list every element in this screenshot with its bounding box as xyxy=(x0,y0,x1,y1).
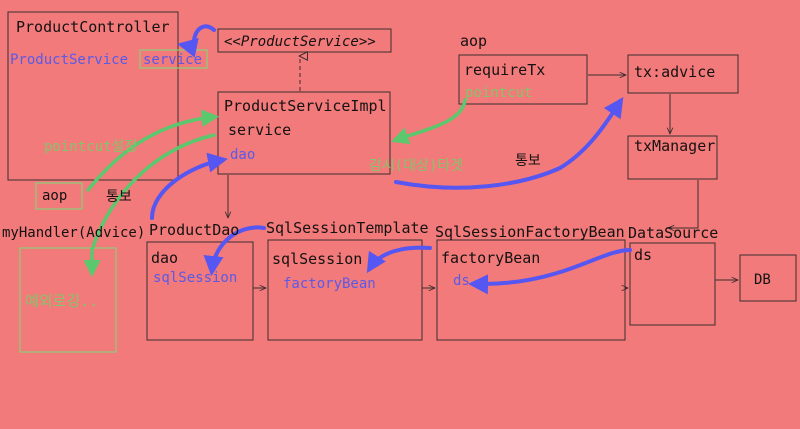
require-tx-label: requireTx xyxy=(464,61,545,79)
factory-to-sqlsession-arrow xyxy=(366,245,432,274)
sql-session-template-title: SqlSessionTemplate xyxy=(266,219,429,237)
product-dao-box xyxy=(146,241,254,341)
target-to-txadvice-arrow xyxy=(394,97,624,190)
dao-sqlsession-field: sqlSession xyxy=(153,270,237,286)
notify-left-label: 통보 xyxy=(106,189,132,205)
impl-service-field: service xyxy=(228,121,291,139)
tx-advice-box xyxy=(627,54,739,94)
productdao-to-impl-dao-arrow xyxy=(150,152,228,220)
handler-notify-arrow xyxy=(83,133,216,278)
txmanager-to-datasource-line xyxy=(668,180,699,228)
tx-manager-label: txManager xyxy=(634,137,715,155)
exception-logging-label: 예외로깅.. xyxy=(25,292,98,310)
sqlsession-to-dao-arrow xyxy=(203,225,266,276)
aop-label: aop xyxy=(460,32,487,50)
interface-name: <<ProductService>> xyxy=(224,34,376,50)
interface-to-controller-arrow xyxy=(177,24,216,58)
tx-advice-label: tx:advice xyxy=(634,63,715,81)
sql-session-label: sqlSession xyxy=(272,250,362,268)
my-handler-label: myHandler(Advice) xyxy=(2,225,145,241)
tx-manager-box xyxy=(627,135,718,180)
sql-session-box xyxy=(267,239,423,341)
sqlsession-factorybean-field: factoryBean xyxy=(283,276,376,292)
ds-label: ds xyxy=(634,246,652,264)
pointcut-setting-arrow xyxy=(86,109,220,192)
product-controller-title: ProductController xyxy=(16,18,170,36)
controller-field-type: ProductService xyxy=(10,52,128,68)
exception-logging-box xyxy=(19,247,117,353)
pointcut-setting-label: pointcut설정 xyxy=(44,139,137,155)
db-box xyxy=(739,254,797,302)
aop-small-box xyxy=(35,182,83,210)
datasource-box xyxy=(629,242,716,326)
aop-requiretx-box xyxy=(458,54,588,105)
impl-dao-field: dao xyxy=(230,147,255,163)
factory-ds-field: ds xyxy=(453,273,470,289)
product-controller-box xyxy=(7,11,179,181)
dao-label: dao xyxy=(151,249,178,267)
product-dao-title: ProductDao xyxy=(149,221,239,239)
notify-right-label: 통보 xyxy=(515,153,541,169)
controller-service-field-box xyxy=(139,49,208,69)
datasource-to-factory-ds-arrow xyxy=(468,248,632,295)
pointcut-label: pointcut xyxy=(465,85,532,101)
datasource-title: DataSource xyxy=(628,224,718,242)
service-impl-title: ProductServiceImpl xyxy=(224,97,387,115)
factory-bean-label: factoryBean xyxy=(441,249,540,267)
controller-field-value: service xyxy=(143,52,202,68)
service-impl-box xyxy=(217,91,391,175)
db-label: DB xyxy=(754,272,771,288)
sql-session-factory-title: SqlSessionFactoryBean xyxy=(435,223,625,241)
target-label: 감시(대상)타겟 xyxy=(369,158,463,174)
aop-small-label: aop xyxy=(42,188,67,204)
pointcut-to-impl-arrow xyxy=(391,98,467,145)
